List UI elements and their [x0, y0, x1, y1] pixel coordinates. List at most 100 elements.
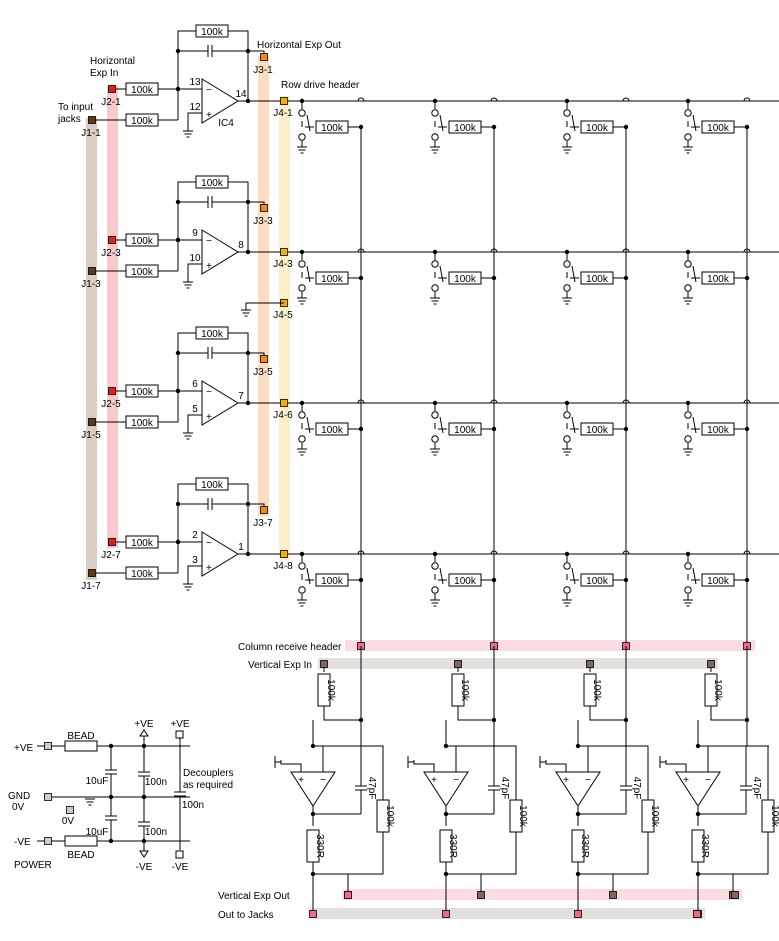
resistor-value: 100k: [131, 538, 154, 549]
junction-dot: [175, 350, 181, 356]
junction-dot: [575, 871, 581, 877]
junction-dot: [310, 743, 316, 749]
j4-header-strip: [279, 96, 290, 560]
resistor-value: 100k: [131, 418, 154, 429]
plus-ve-label: +VE: [134, 719, 154, 730]
resistor-value: 100k: [769, 805, 779, 828]
wire: [177, 181, 196, 240]
junction-dot: [108, 838, 114, 844]
wire: [306, 416, 311, 434]
wire: [692, 114, 697, 132]
connector-pad-j3: [260, 506, 268, 514]
open-contact: [298, 133, 306, 141]
plus-sign: +: [206, 110, 212, 121]
wire: [698, 832, 769, 875]
resistor-value: 100k: [131, 116, 154, 127]
wire: [177, 30, 196, 89]
connector-pad-j1: [88, 267, 96, 275]
vertical-exp-in-pad: [320, 660, 328, 668]
wire-crossover: [357, 97, 365, 102]
wire: [312, 720, 383, 747]
open-contact: [563, 411, 571, 419]
resistor-value: 100k: [707, 425, 730, 436]
resistor-value: 100k: [321, 425, 344, 436]
junction-dot: [175, 199, 181, 205]
open-contact: [684, 562, 692, 570]
resistor-value: 100k: [321, 123, 344, 134]
capacitor-value: 47pF: [499, 777, 510, 800]
wire: [445, 720, 516, 747]
connector-pad-j3: [260, 204, 268, 212]
plus-ve-label: +VE: [170, 719, 190, 730]
out-to-jacks-pad: [693, 910, 701, 918]
horizontal-exp-out-label: Horizontal Exp Out: [257, 40, 341, 51]
resistor-value: 100k: [321, 576, 344, 587]
plus-sign: +: [683, 775, 689, 786]
row-drive-header-label: Row drive header: [281, 80, 360, 91]
open-contact: [298, 411, 306, 419]
open-contact: [684, 411, 692, 419]
pin-number: 3: [192, 555, 198, 566]
plus-sign: +: [206, 261, 212, 272]
vertical-exp-in-pad: [454, 660, 462, 668]
open-contact: [684, 260, 692, 268]
vertical-exp-in-pad: [707, 660, 715, 668]
wire: [187, 112, 202, 131]
wire: [228, 483, 249, 554]
wire: [439, 114, 444, 132]
vertical-exp-out-pad: [477, 891, 485, 899]
connector-pad-j4: [280, 399, 288, 407]
j4-pin-label: J4-6: [273, 410, 293, 421]
capacitor-value: 100n: [182, 800, 204, 811]
j4-pin-label: J4-8: [273, 561, 293, 572]
pin-number: 8: [238, 240, 244, 251]
wire: [177, 332, 196, 391]
wire: [245, 302, 284, 310]
power-pad-minus: [44, 837, 52, 845]
open-contact: [563, 133, 571, 141]
column-opamp: [423, 771, 469, 807]
vertical-exp-out-pad: [731, 891, 739, 899]
column-opamp: [290, 771, 336, 807]
resistor-value: 100k: [586, 123, 609, 134]
row-opamp-4: [201, 531, 239, 577]
wire: [589, 706, 626, 721]
wire: [665, 760, 687, 772]
capacitor-value: 100n: [145, 777, 167, 788]
open-contact: [684, 109, 692, 117]
vertical-exp-in-pad: [586, 660, 594, 668]
resistor-value: 100k: [131, 387, 154, 398]
connector-pad-j3: [260, 355, 268, 363]
resistor-value: 100k: [454, 123, 477, 134]
j4-pin-label: J4-3: [273, 259, 293, 270]
junction-dot: [695, 871, 701, 877]
resistor-value: 100k: [591, 679, 602, 702]
junction-dot: [245, 249, 251, 255]
resistor-value: 100k: [201, 480, 224, 491]
resistor-value: 100k: [384, 805, 395, 828]
wire: [746, 745, 769, 800]
row-opamp-2: [201, 229, 239, 275]
decouplers-label: Decouplers: [183, 768, 234, 779]
pin-number: 13: [189, 77, 201, 88]
vertical-exp-out-pad: [344, 891, 352, 899]
junction-dot: [108, 743, 114, 749]
wire: [697, 720, 769, 747]
capacitor-value: 47pF: [366, 777, 377, 800]
open-contact: [298, 562, 306, 570]
connector-pad-j3: [260, 53, 268, 61]
wire: [710, 706, 747, 721]
wire: [692, 265, 697, 283]
wire: [177, 483, 196, 542]
vertical-exp-in-label: Vertical Exp In: [248, 660, 312, 671]
connector-pad-j4: [280, 97, 288, 105]
j2-pin-label: J2-5: [101, 399, 121, 410]
wire: [571, 265, 576, 283]
wire: [692, 416, 697, 434]
open-contact: [431, 411, 439, 419]
vertical-exp-out-pad: [609, 891, 617, 899]
plus-sign: +: [298, 775, 304, 786]
wire: [228, 30, 249, 101]
column-receive-header-label: Column receive header: [238, 642, 342, 653]
open-contact: [563, 435, 571, 443]
